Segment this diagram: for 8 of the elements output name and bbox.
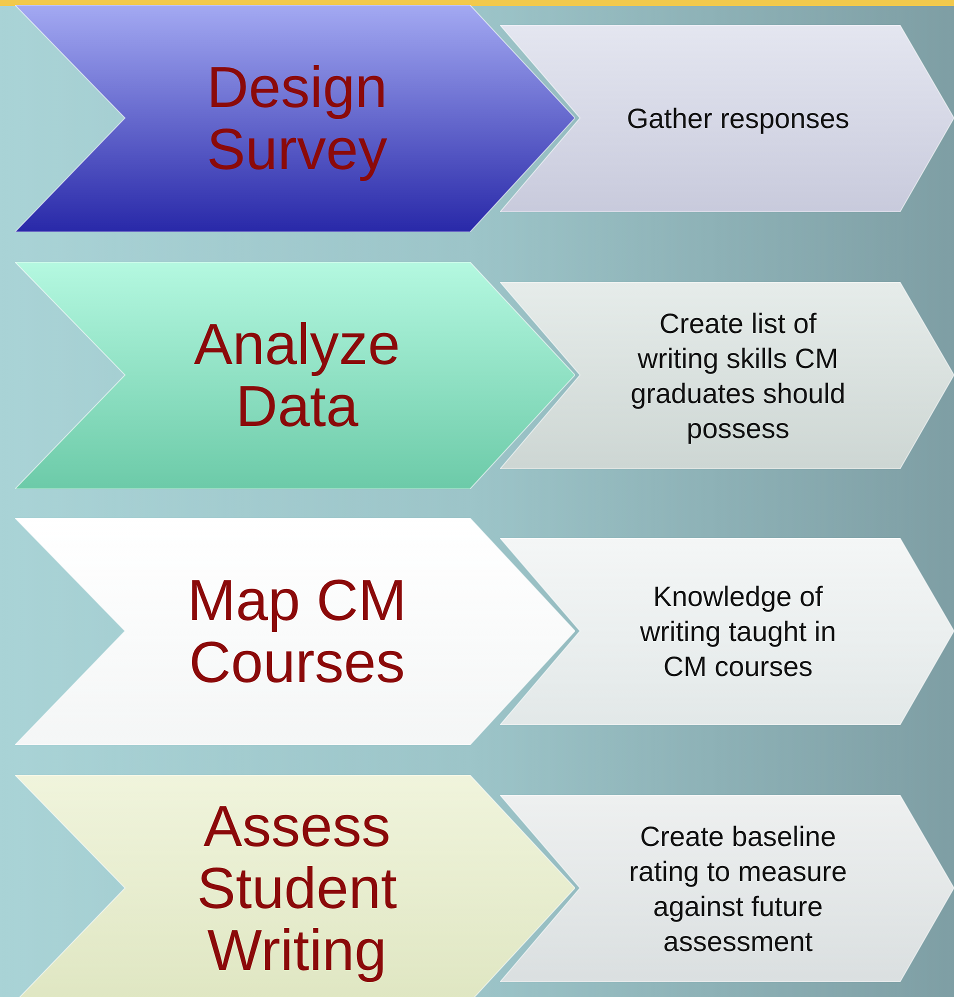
step-description: Knowledge of writing taught in CM courses [638, 580, 838, 684]
step-title: Analyze Data [192, 314, 402, 438]
step-description: Create baseline rating to measure against future assessment [628, 820, 848, 958]
step-description: Create list of writing skills CM graduates should possess [630, 306, 846, 446]
step-description: Gather responses [626, 102, 850, 136]
step-title: Map CM Courses [186, 570, 408, 694]
step-title: Assess Student Writing [196, 796, 398, 982]
step-title: Design Survey [206, 56, 388, 180]
